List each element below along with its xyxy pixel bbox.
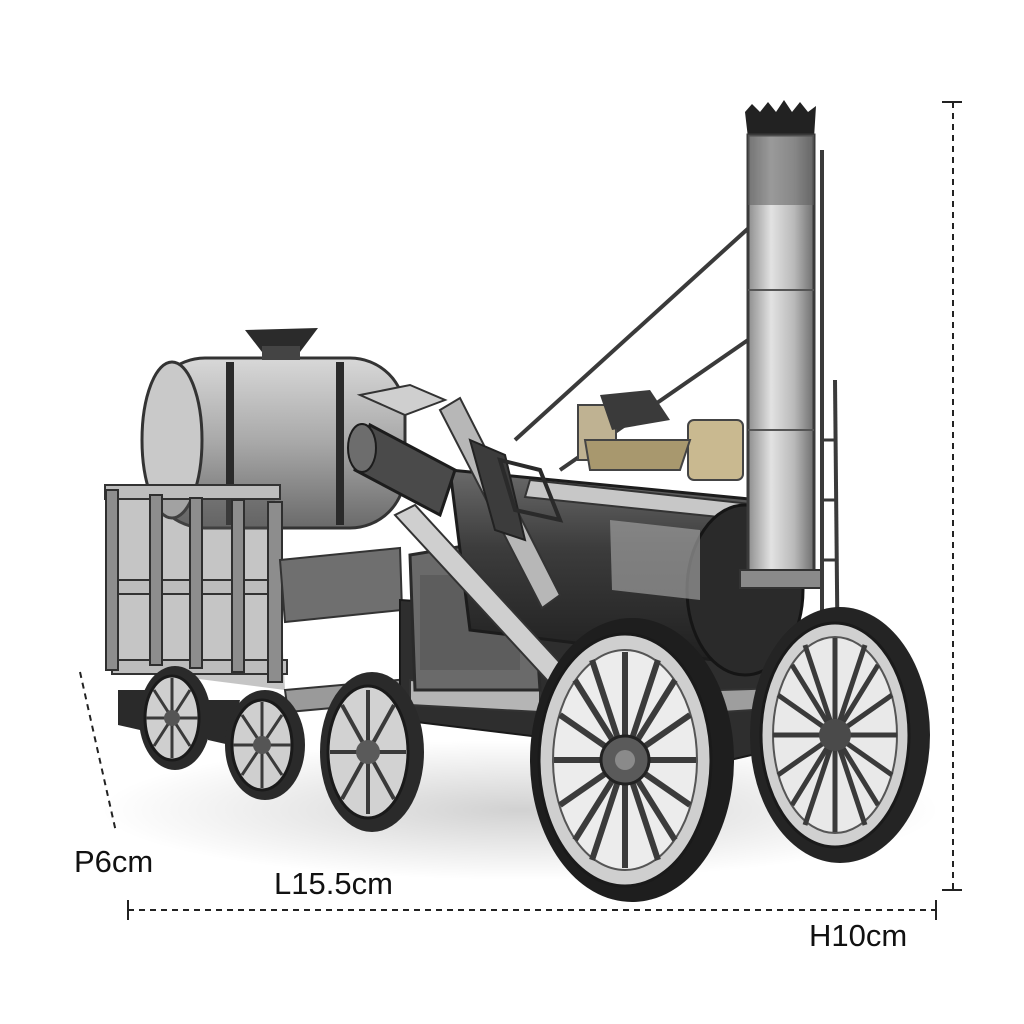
tender-wagon	[104, 328, 421, 800]
dimension-lines	[79, 101, 962, 920]
tender-frame	[104, 484, 421, 745]
water-barrel	[140, 328, 407, 530]
depth-label: P6cm	[74, 844, 154, 879]
tender-wheel-rear	[139, 666, 211, 770]
length-label: L15.5cm	[274, 866, 393, 901]
depth-dimension-line	[79, 671, 117, 833]
tender-wheel-front	[225, 690, 305, 800]
cylinder-assembly	[347, 383, 587, 707]
height-label: H10cm	[809, 918, 908, 953]
locomotive-small-wheel	[320, 672, 424, 832]
brass-fittings	[577, 390, 744, 481]
locomotive-rear-driving-wheel	[750, 607, 930, 863]
locomotive-front-driving-wheel	[530, 618, 734, 902]
locomotive	[320, 100, 930, 902]
chimney	[739, 100, 840, 691]
